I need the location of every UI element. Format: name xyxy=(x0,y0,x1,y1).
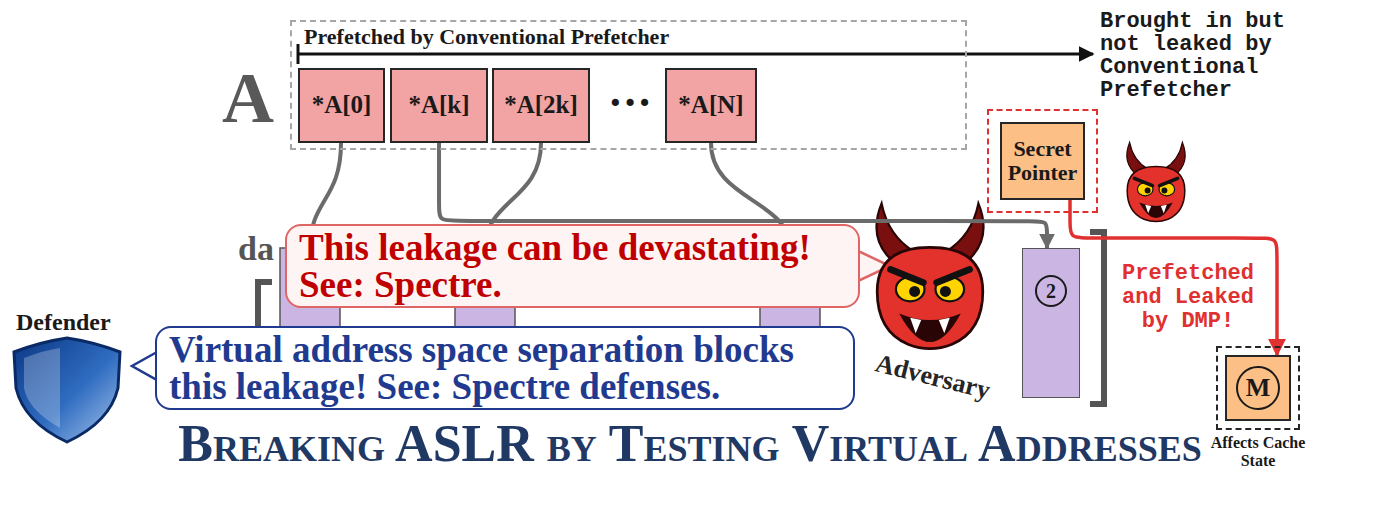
shield-icon xyxy=(14,338,120,442)
callout-bubble: This leakage can be devastating! See: Sp… xyxy=(285,224,860,308)
cache-line-box: M xyxy=(1225,355,1291,421)
region-label: Prefetched by Conventional Prefetcher xyxy=(304,24,669,50)
leak-arrow xyxy=(1070,200,1277,355)
actor-label: Defender xyxy=(16,309,111,335)
callout-text: Virtual address space separation blocks … xyxy=(169,331,841,405)
annotation: Affects Cache State xyxy=(1210,434,1306,469)
entry-label: *A[N] xyxy=(670,91,752,120)
callout-number: M xyxy=(1236,366,1280,410)
adversary-icon xyxy=(876,203,983,348)
entry-label: *A[0] xyxy=(303,91,380,120)
callout-tail xyxy=(132,352,157,380)
array-name: A xyxy=(222,62,274,134)
range-arrow xyxy=(298,53,1093,56)
annotation: Prefetched and Leaked by DMP! xyxy=(1118,262,1258,334)
array-entry: *A[N] xyxy=(665,68,757,143)
array-bracket xyxy=(1090,232,1104,404)
actor-label: Adversary xyxy=(872,348,993,405)
secret-pointer-box: Secret Pointer xyxy=(1000,122,1085,200)
shield-highlight xyxy=(24,348,60,428)
callout-number: 2 xyxy=(1035,275,1067,307)
array-entry: *A[k] xyxy=(390,68,488,143)
array-entry: *A[0] xyxy=(298,68,385,143)
box-label: Secret Pointer xyxy=(1005,137,1080,185)
annotation: Brought in but not leaked by Conventiona… xyxy=(1100,10,1305,102)
array-entry: *A[2k] xyxy=(492,68,590,143)
entry-label: *A[2k] xyxy=(497,91,585,120)
adversary-icon xyxy=(1127,142,1185,221)
array-name: da xyxy=(238,232,274,266)
callout-bubble: Virtual address space separation blocks … xyxy=(155,326,855,410)
ellipsis: ··· xyxy=(597,78,663,129)
data-entry: 2 xyxy=(1022,248,1080,398)
callout-text: This leakage can be devastating! See: Sp… xyxy=(299,229,846,303)
entry-label: *A[k] xyxy=(395,91,483,120)
slide-title: Breaking ASLR by Testing Virtual Address… xyxy=(178,418,1202,470)
